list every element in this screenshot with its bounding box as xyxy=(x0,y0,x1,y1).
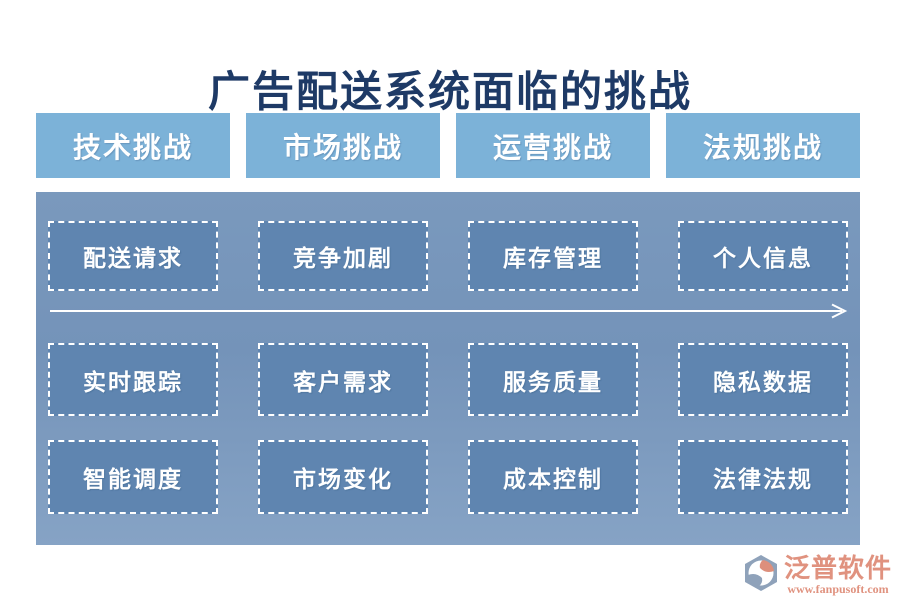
item-smart-scheduling: 智能调度 xyxy=(48,440,218,514)
item-row-3: 智能调度 市场变化 成本控制 法律法规 xyxy=(36,440,860,514)
col-tech-slot-2: 实时跟踪 xyxy=(36,343,230,416)
item-service-quality: 服务质量 xyxy=(468,343,638,416)
item-privacy-data: 隐私数据 xyxy=(678,343,848,416)
col-operations-slot-2: 服务质量 xyxy=(456,343,650,416)
brand-text-column: 泛普软件 www.fanpusoft.com xyxy=(783,553,892,596)
brand-watermark: 泛普软件 www.fanpusoft.com xyxy=(741,553,892,596)
header-regulation-challenge: 法规挑战 xyxy=(666,113,860,178)
header-market-challenge: 市场挑战 xyxy=(246,113,440,178)
brand-name: 泛普软件 xyxy=(783,553,892,583)
col-regulation-slot-1: 个人信息 xyxy=(666,221,860,291)
item-cost-control: 成本控制 xyxy=(468,440,638,514)
col-tech-slot-3: 智能调度 xyxy=(36,440,230,514)
col-regulation-slot-2: 隐私数据 xyxy=(666,343,860,416)
item-competition-intensifies: 竞争加剧 xyxy=(258,221,428,291)
col-regulation-slot-3: 法律法规 xyxy=(666,440,860,514)
col-market-slot-1: 竞争加剧 xyxy=(246,221,440,291)
header-tech-challenge: 技术挑战 xyxy=(36,113,230,178)
header-operations-challenge: 运营挑战 xyxy=(456,113,650,178)
category-header-row: 技术挑战 市场挑战 运营挑战 法规挑战 xyxy=(36,113,860,178)
item-market-changes: 市场变化 xyxy=(258,440,428,514)
item-row-1: 配送请求 竞争加剧 库存管理 个人信息 xyxy=(36,221,860,291)
item-personal-information: 个人信息 xyxy=(678,221,848,291)
item-delivery-requests: 配送请求 xyxy=(48,221,218,291)
col-market-slot-3: 市场变化 xyxy=(246,440,440,514)
challenges-panel: 配送请求 竞争加剧 库存管理 个人信息 实时跟踪 客户需求 服务质量 隐私数据 … xyxy=(36,192,860,545)
col-operations-slot-3: 成本控制 xyxy=(456,440,650,514)
col-tech-slot-1: 配送请求 xyxy=(36,221,230,291)
fanpu-logo-icon xyxy=(744,554,777,591)
page-title: 广告配送系统面临的挑战 xyxy=(207,70,692,116)
item-customer-demand: 客户需求 xyxy=(258,343,428,416)
col-market-slot-2: 客户需求 xyxy=(246,343,440,416)
item-realtime-tracking: 实时跟踪 xyxy=(48,343,218,416)
flow-arrow-icon xyxy=(50,303,848,319)
brand-url[interactable]: www.fanpusoft.com xyxy=(787,581,889,596)
item-laws-regulations: 法律法规 xyxy=(678,440,848,514)
col-operations-slot-1: 库存管理 xyxy=(456,221,650,291)
item-inventory-management: 库存管理 xyxy=(468,221,638,291)
item-row-2: 实时跟踪 客户需求 服务质量 隐私数据 xyxy=(36,343,860,416)
